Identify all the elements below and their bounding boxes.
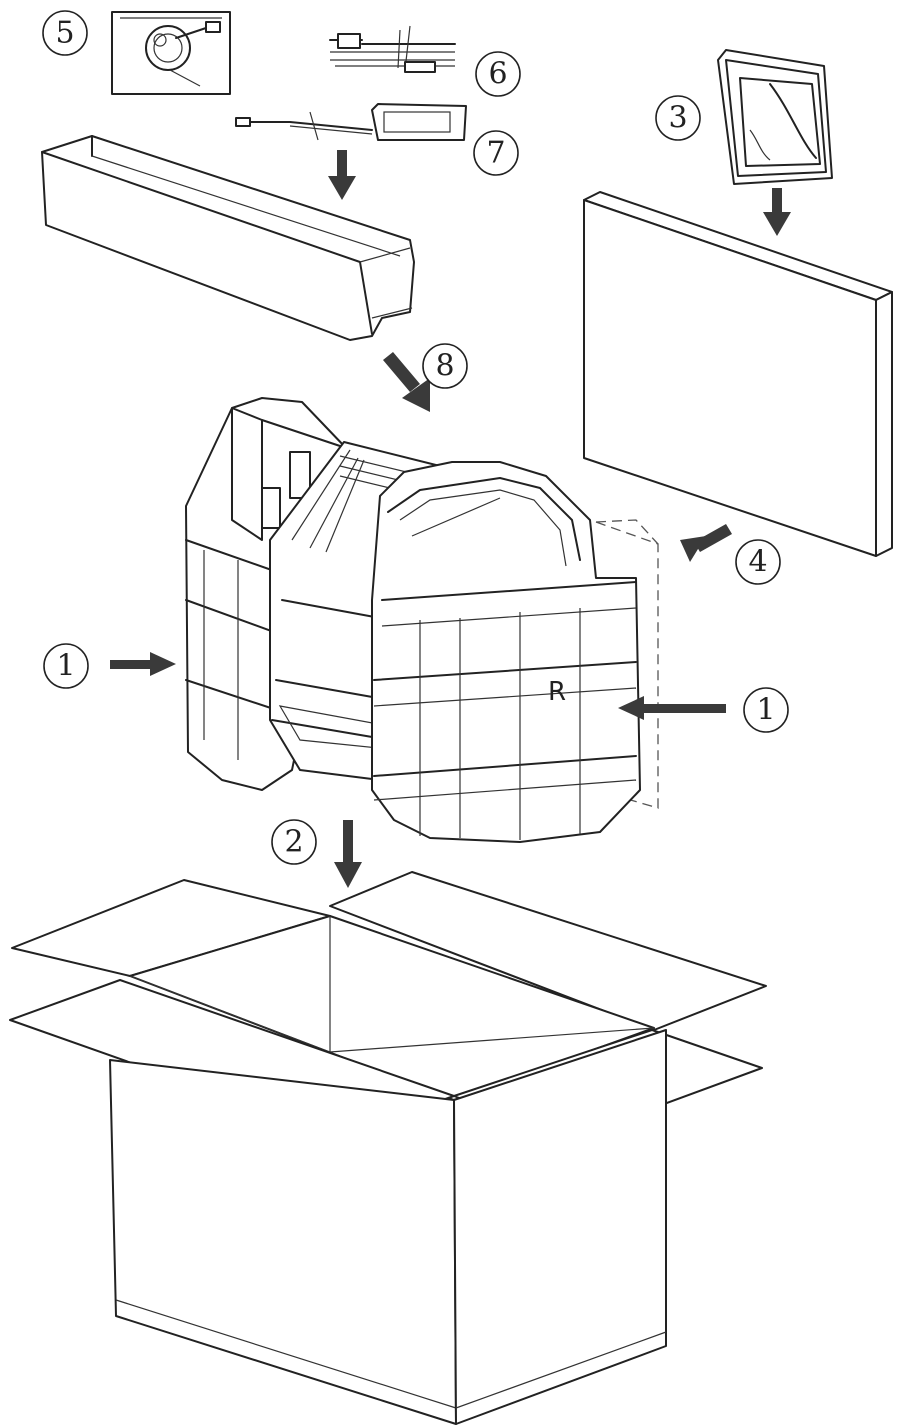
svg-text:5: 5 <box>55 16 74 51</box>
arrow-down-2 <box>334 820 362 888</box>
side-insert-outline <box>595 521 659 809</box>
svg-text:1: 1 <box>56 649 75 684</box>
carton-front-face <box>109 1059 457 1425</box>
callout-6: 6 <box>475 51 521 97</box>
callout-7: 7 <box>473 130 519 176</box>
callout-3: 3 <box>655 95 701 141</box>
arrow-left-1 <box>618 696 726 720</box>
arrow-down-panel <box>763 188 791 236</box>
accessory-tray <box>41 135 415 341</box>
callout-2: 2 <box>271 819 317 865</box>
shipping-carton <box>9 871 767 1425</box>
printed-documents <box>717 49 833 185</box>
arrow-down-tray <box>328 150 356 200</box>
usb-cable-package <box>111 11 231 95</box>
arrow-diagonal-8 <box>383 352 430 412</box>
svg-text:7: 7 <box>486 136 505 171</box>
callout-1-right: 1 <box>743 687 789 733</box>
callouts: 5 6 7 3 8 4 1 1 2 <box>42 10 789 865</box>
arrow-diagonal-4 <box>680 524 732 562</box>
power-cord <box>329 25 456 73</box>
svg-text:2: 2 <box>284 825 303 860</box>
ac-adapter <box>235 103 467 141</box>
carton-side-face <box>453 1029 667 1425</box>
right-cushion <box>371 461 641 843</box>
svg-text:3: 3 <box>668 101 687 136</box>
callout-1-left: 1 <box>43 643 89 689</box>
cushion-side-mark: R <box>548 677 566 707</box>
svg-text:4: 4 <box>748 545 767 580</box>
callout-4: 4 <box>735 539 781 585</box>
printer-with-cushions: R <box>185 397 659 843</box>
svg-text:8: 8 <box>435 349 454 384</box>
svg-text:6: 6 <box>488 57 507 92</box>
arrow-right-1 <box>110 652 176 676</box>
arrows <box>110 150 791 888</box>
callout-5: 5 <box>42 10 88 56</box>
carton-flap-back-right <box>329 871 767 1031</box>
callout-8: 8 <box>422 343 468 389</box>
svg-text:1: 1 <box>756 693 775 728</box>
cardboard-panel <box>583 191 893 557</box>
